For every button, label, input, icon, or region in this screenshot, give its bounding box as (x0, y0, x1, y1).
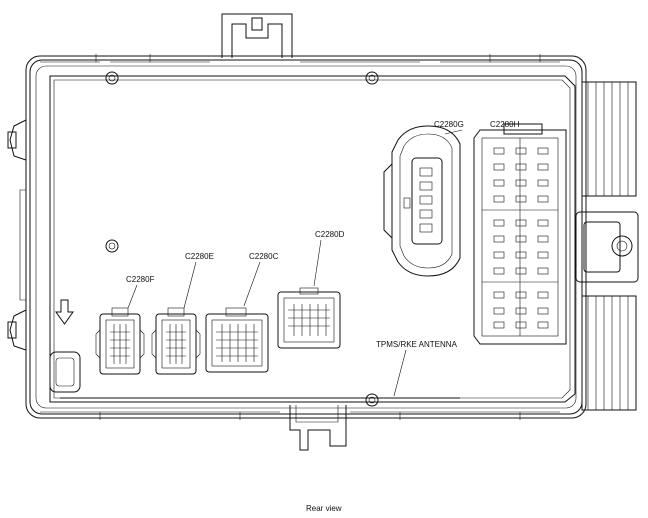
hole-bottom-mid (365, 393, 379, 407)
top-bracket (221, 13, 293, 58)
label-c2280d: C2280D (315, 230, 345, 239)
label-c2280h: C2280H (490, 120, 520, 129)
c2280e-pins (166, 324, 186, 364)
connector-c2280g (383, 125, 461, 277)
inner-panel (49, 75, 576, 403)
c2280g-pins (419, 167, 433, 233)
connector-c2280e (151, 307, 201, 375)
c2280c-pins (216, 324, 258, 362)
mounting-holes (105, 71, 379, 407)
c2280f-pins (110, 324, 130, 364)
label-c2280c: C2280C (249, 252, 279, 261)
connector-c2280c (205, 307, 269, 373)
c2280d-pins (288, 304, 330, 336)
connector-c2280f (95, 307, 145, 375)
caption-rear-view: Rear view (306, 504, 342, 513)
label-antenna: TPMS/RKE ANTENNA (376, 340, 458, 349)
label-c2280f: C2280F (126, 275, 155, 284)
leader-lines (127, 129, 510, 397)
bottom-left-socket (49, 351, 81, 393)
hole-top-right (365, 71, 379, 85)
hole-mid-left (105, 239, 119, 253)
direction-arrow-icon (55, 299, 74, 325)
c2280h-pins (493, 147, 549, 329)
label-c2280e: C2280E (185, 252, 214, 261)
antenna-wire (60, 397, 460, 403)
connector-c2280h (473, 123, 567, 345)
left-side-tabs (7, 119, 27, 351)
connector-c2280d (277, 287, 341, 349)
label-c2280g: C2280G (434, 120, 464, 129)
bottom-bracket (289, 405, 347, 451)
housing (25, 54, 587, 420)
hole-top-left (105, 71, 119, 85)
right-side-clips (575, 81, 639, 411)
